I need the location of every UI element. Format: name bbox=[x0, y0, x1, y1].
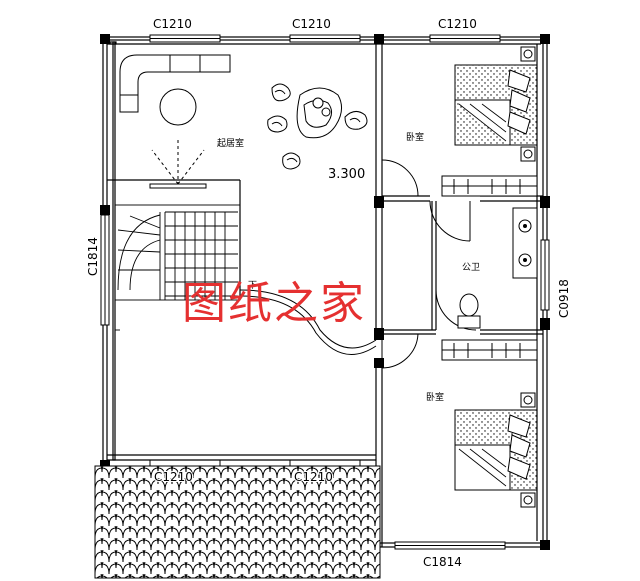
room-label-bedroom-bottom: 卧室 bbox=[426, 391, 444, 403]
round-table bbox=[159, 88, 197, 126]
window-label-bottom-right: C1814 bbox=[423, 555, 462, 569]
bed-bottom bbox=[454, 392, 538, 508]
stair-down-mark: 下 bbox=[248, 281, 257, 291]
bed-top bbox=[454, 46, 538, 162]
room-label-living: 起居室 bbox=[217, 137, 244, 149]
wardrobe-bottom bbox=[441, 339, 538, 361]
window-label-top-middle: C1210 bbox=[292, 17, 331, 31]
wall-posts bbox=[100, 34, 550, 550]
sofa bbox=[119, 54, 231, 113]
staircase bbox=[114, 204, 377, 355]
tv-cabinet bbox=[149, 140, 207, 189]
watermark: 图纸之家 bbox=[182, 278, 366, 329]
window-label-left-side: C1814 bbox=[86, 237, 100, 276]
window-label-top-left: C1210 bbox=[153, 17, 192, 31]
bathroom-fixtures bbox=[457, 207, 538, 329]
room-label-bedroom-top: 卧室 bbox=[406, 131, 424, 143]
doors bbox=[381, 159, 477, 369]
room-label-public-bath: 公卫 bbox=[462, 262, 480, 273]
elevation-label: 3.300 bbox=[328, 167, 365, 182]
wardrobe-top bbox=[441, 175, 538, 197]
windows bbox=[100, 34, 550, 550]
window-label-top-right: C1210 bbox=[438, 17, 477, 31]
window-label-balcony-right: C1210 bbox=[294, 470, 333, 484]
window-label-balcony-left: C1210 bbox=[154, 470, 193, 484]
decorative-rocks bbox=[267, 83, 368, 170]
window-label-right-side: C0918 bbox=[557, 279, 571, 318]
balcony-tile-roof bbox=[94, 465, 381, 579]
